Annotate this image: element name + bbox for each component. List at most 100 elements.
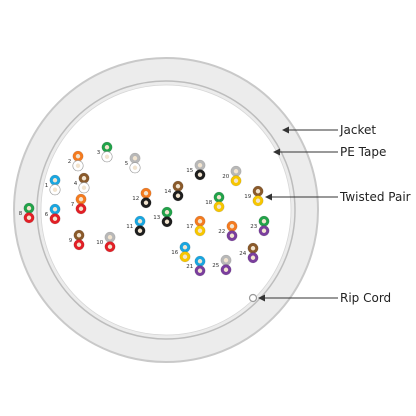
pair-16-wire-a-conductor: [182, 245, 188, 250]
pair-13-wire-b-conductor: [164, 219, 170, 224]
pair-9-wire-a-conductor: [76, 233, 82, 238]
pair-number-label: 23: [250, 224, 257, 230]
pair-number-label: 21: [186, 264, 193, 270]
pair-21-wire-a-conductor: [197, 259, 203, 264]
pair-2-wire-a-conductor: [75, 154, 81, 159]
pair-number-label: 19: [244, 194, 251, 200]
twisted-pair-8: 8: [19, 202, 35, 224]
pair-9-wire-a: [73, 229, 85, 241]
twisted-pair-11: 11: [126, 215, 146, 237]
pair-number-label: 3: [97, 150, 101, 156]
pair-13-wire-b: [161, 216, 173, 228]
callout-jacket: Jacket: [282, 123, 376, 137]
pair-20-wire-b-conductor: [233, 178, 239, 183]
twisted-pair-23: 23: [250, 215, 270, 237]
pair-7-wire-b-conductor: [78, 206, 84, 211]
pair-19-wire-b: [252, 195, 264, 207]
pair-10-wire-b: [104, 241, 116, 253]
twisted-pair-17: 17: [186, 215, 206, 237]
callout-label-pe-tape: PE Tape: [340, 145, 386, 159]
pair-12-wire-b-conductor: [143, 200, 149, 205]
pair-11-wire-a: [134, 215, 146, 227]
pair-14-wire-b-conductor: [175, 193, 181, 198]
pair-number-label: 12: [132, 196, 139, 202]
twisted-pair-6: 6: [45, 203, 61, 225]
pair-number-label: 22: [218, 229, 225, 235]
pair-9-wire-b-conductor: [76, 242, 82, 247]
pair-23-wire-b: [258, 225, 270, 237]
pair-8-wire-b: [23, 212, 35, 224]
pair-21-wire-b-conductor: [197, 268, 203, 273]
pair-10-wire-a: [104, 231, 116, 243]
pair-22-wire-b-conductor: [229, 233, 235, 238]
pair-18-wire-a-conductor: [216, 195, 222, 200]
twisted-pair-16: 16: [171, 241, 191, 263]
twisted-pair-10: 10: [96, 231, 116, 253]
pair-11-wire-b-conductor: [137, 228, 143, 233]
pair-24-wire-b: [247, 252, 259, 264]
pair-25-wire-b: [220, 264, 232, 276]
pair-18-wire-b: [213, 201, 225, 213]
pair-16-wire-a: [179, 241, 191, 253]
pair-13-wire-a: [161, 206, 173, 218]
pair-24-wire-b-conductor: [250, 255, 256, 260]
pair-8-wire-a: [23, 202, 35, 214]
pair-4-wire-a-conductor: [81, 176, 87, 181]
pair-number-label: 11: [126, 224, 133, 230]
pair-6-wire-a: [49, 203, 61, 215]
pair-number-label: 13: [153, 215, 160, 221]
pair-1-wire-a-conductor: [52, 178, 58, 183]
twisted-pair-12: 12: [132, 187, 152, 209]
pair-16-wire-b: [179, 251, 191, 263]
callout-label-twisted-pair: Twisted Pair: [339, 190, 411, 204]
callout-pe-tape: PE Tape: [273, 145, 386, 159]
twisted-pair-7: 7: [71, 193, 87, 215]
pair-number-label: 10: [96, 240, 103, 246]
pair-number-label: 25: [212, 263, 219, 269]
twisted-pair-1: 1: [45, 174, 61, 196]
pair-10-wire-b-conductor: [107, 244, 113, 249]
twisted-pair-18: 18: [205, 191, 225, 213]
pair-number-label: 18: [205, 200, 212, 206]
pair-12-wire-a-conductor: [143, 191, 149, 196]
pair-15-wire-b: [194, 169, 206, 181]
pair-21-wire-a: [194, 255, 206, 267]
callout-twisted-pair: Twisted Pair: [265, 190, 411, 204]
pair-17-wire-a: [194, 215, 206, 227]
pair-7-wire-a: [75, 193, 87, 205]
pair-9-wire-b: [73, 239, 85, 251]
pair-1-wire-b-conductor: [52, 187, 58, 192]
twisted-pair-19: 19: [244, 185, 264, 207]
pair-15-wire-a: [194, 159, 206, 171]
twisted-pair-3: 3: [97, 141, 113, 163]
twisted-pair-14: 14: [164, 180, 184, 202]
pair-2-wire-a: [72, 150, 84, 162]
callout-rip-cord: Rip Cord: [258, 291, 391, 305]
pair-number-label: 2: [68, 159, 72, 165]
pair-10-wire-a-conductor: [107, 235, 113, 240]
twisted-pair-9: 9: [69, 229, 85, 251]
pair-8-wire-a-conductor: [26, 206, 32, 211]
twisted-pair-5: 5: [125, 152, 141, 174]
pair-23-wire-b-conductor: [261, 228, 267, 233]
pair-3-wire-b: [101, 151, 113, 163]
callout-label-jacket: Jacket: [339, 123, 376, 137]
pair-19-wire-a-conductor: [255, 189, 261, 194]
twisted-pair-20: 20: [222, 165, 242, 187]
pair-1-wire-b: [49, 184, 61, 196]
pair-3-wire-b-conductor: [104, 154, 110, 159]
pair-number-label: 7: [71, 202, 75, 208]
pair-22-wire-a-conductor: [229, 224, 235, 229]
pair-6-wire-a-conductor: [52, 207, 58, 212]
twisted-pair-2: 2: [68, 150, 84, 172]
pair-17-wire-a-conductor: [197, 219, 203, 224]
pair-18-wire-b-conductor: [216, 204, 222, 209]
pair-23-wire-a: [258, 215, 270, 227]
pair-25-wire-a-conductor: [223, 258, 229, 263]
pair-19-wire-a: [252, 185, 264, 197]
pair-8-wire-b-conductor: [26, 215, 32, 220]
pair-20-wire-a-conductor: [233, 169, 239, 174]
pair-19-wire-b-conductor: [255, 198, 261, 203]
